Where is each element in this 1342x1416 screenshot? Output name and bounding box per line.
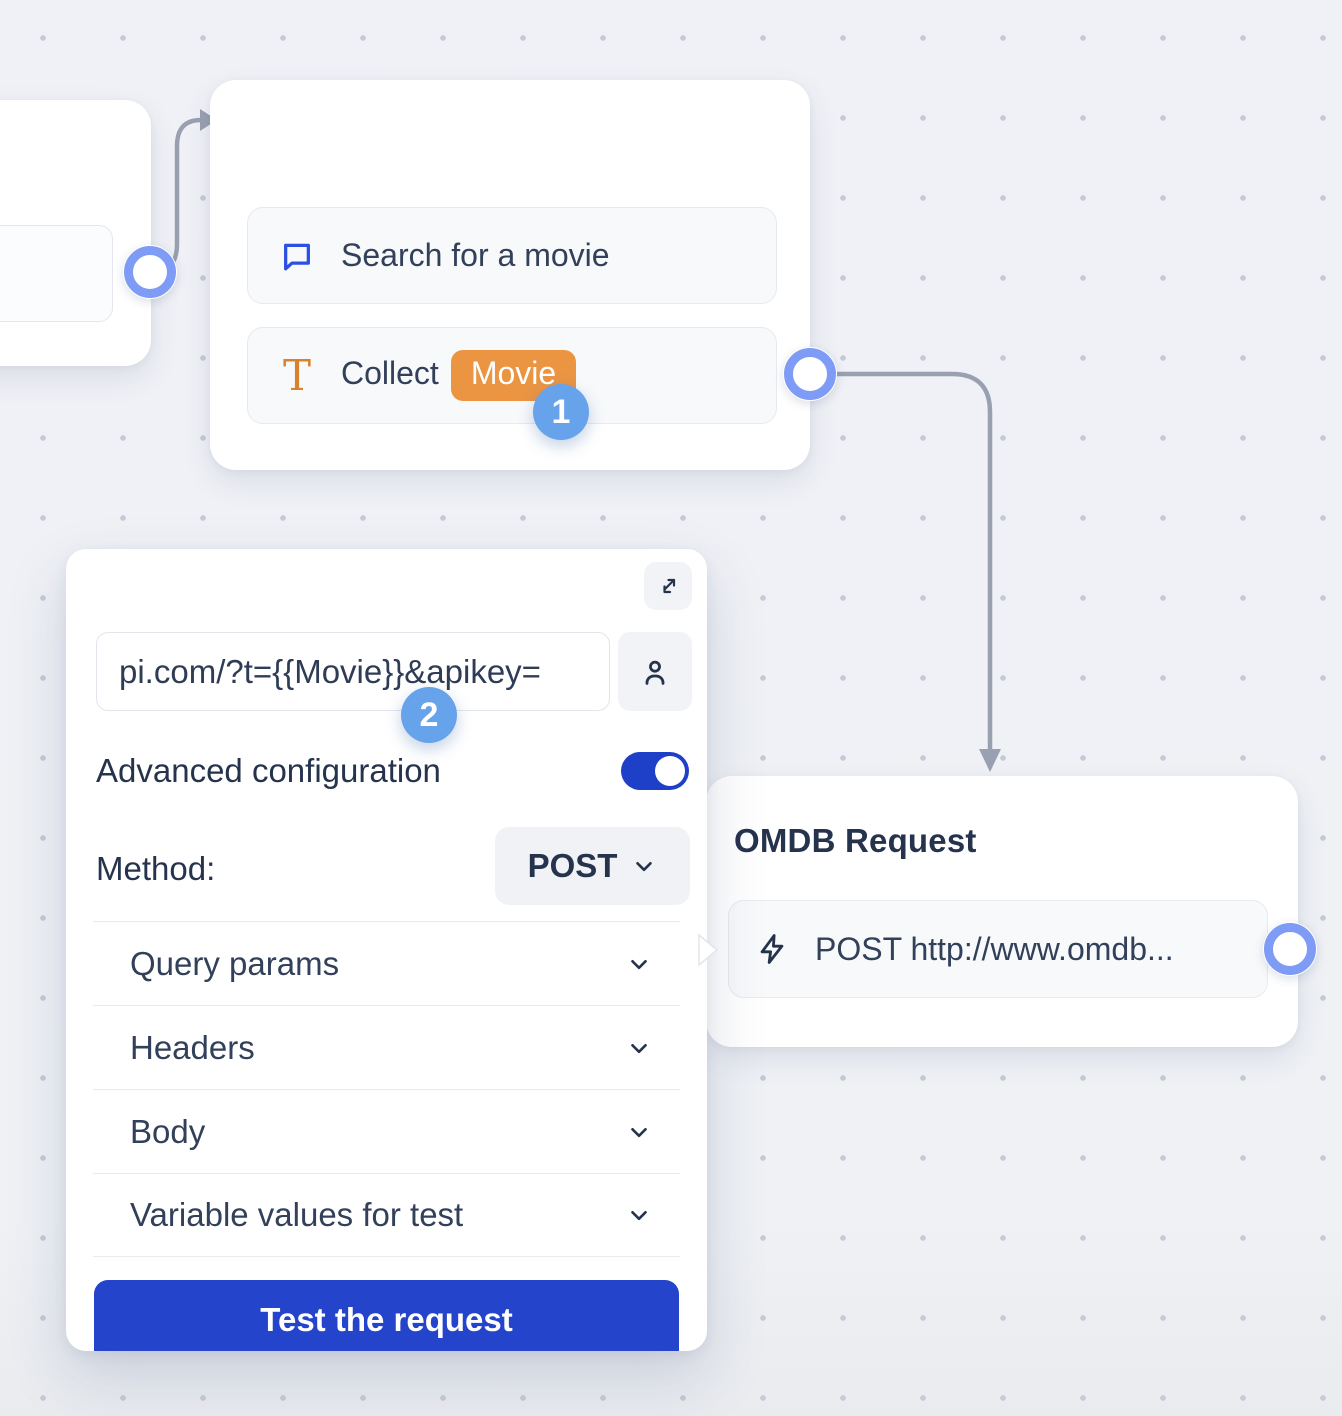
expand-icon [663,578,676,594]
variable-insert-button[interactable] [618,632,692,711]
text-collect-icon: T [282,350,311,400]
section-headers[interactable]: Headers [93,1005,680,1089]
section-query-params[interactable]: Query params [93,921,680,1005]
advanced-configuration-toggle[interactable] [621,752,689,790]
chevron-down-icon [631,1043,647,1053]
step-badge-2: 2 [401,687,457,743]
section-body[interactable]: Body [93,1089,680,1173]
expand-button[interactable] [644,562,692,610]
request-url-input[interactable] [96,632,610,711]
config-sections: Query params Headers Body Variable value… [93,921,680,1257]
chevron-down-icon [636,861,653,872]
method-value: POST [527,847,618,884]
lightning-icon [755,932,789,966]
previous-node-row[interactable] [0,225,113,322]
method-dropdown[interactable]: POST [495,827,690,905]
advanced-configuration-label: Advanced configuration [96,752,441,789]
output-port-previous-node[interactable] [123,245,177,299]
webhook-block-post-omdb[interactable]: POST http://www.omdb... [728,900,1268,998]
arrowhead-into-omdb [979,749,1001,772]
omdb-input-notch [698,933,719,967]
chevron-down-icon [631,1210,647,1221]
output-port-movie-search[interactable] [783,347,837,401]
step-badge-1: 1 [533,384,589,440]
message-block-search-for-movie[interactable]: Search for a movie [247,207,777,304]
omdb-request-node[interactable]: OMDB Request POST http://www.omdb... [706,776,1298,1047]
test-request-button[interactable]: Test the request [94,1280,679,1351]
edge-movie-search-to-omdb [809,371,993,753]
method-label: Method: [96,850,216,887]
output-port-omdb[interactable] [1263,922,1317,976]
request-config-panel: Advanced configuration Method: POST Quer… [66,549,707,1351]
movie-search-node[interactable]: Movie search Search for a movie T Collec… [210,80,810,470]
message-block-label: Search for a movie [341,237,610,273]
chat-bubble-icon [280,239,314,273]
section-variable-values[interactable]: Variable values for test [93,1173,680,1257]
omdb-request-node-title: OMDB Request [734,822,977,859]
person-icon [645,660,665,685]
chevron-down-icon [631,1127,647,1137]
webhook-block-label: POST http://www.omdb... [815,930,1174,967]
previous-node-card[interactable] [0,100,151,366]
chevron-down-icon [631,959,647,969]
